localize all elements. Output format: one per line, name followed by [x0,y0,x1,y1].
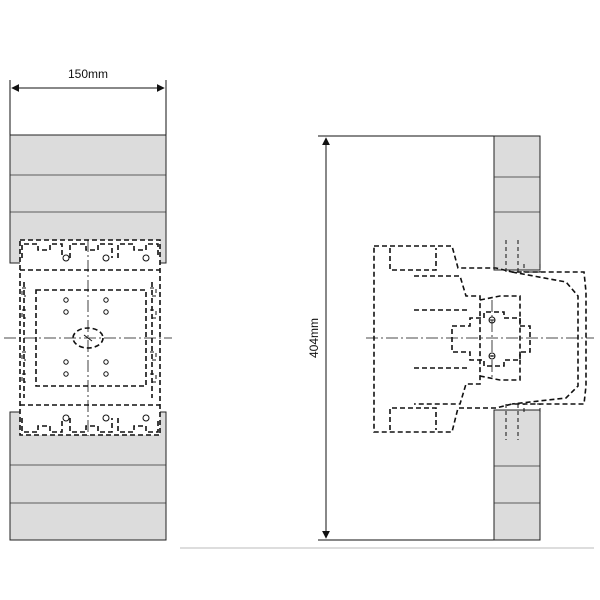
height-dimension: 404mm [307,135,494,541]
front-centerlines [4,240,172,436]
terminal-screws [62,254,150,422]
side-bottom-rail [493,409,541,541]
contactor-body-front [19,239,161,436]
contactor-body-side [373,240,587,440]
side-view: 404mm [307,135,594,541]
width-dimension-label: 150mm [68,67,108,81]
height-dimension-label: 404mm [307,318,321,358]
side-top-rail [493,135,541,271]
side-centerlines [366,300,594,378]
front-view: 150mm [4,67,172,541]
width-dimension: 150mm [9,67,167,135]
